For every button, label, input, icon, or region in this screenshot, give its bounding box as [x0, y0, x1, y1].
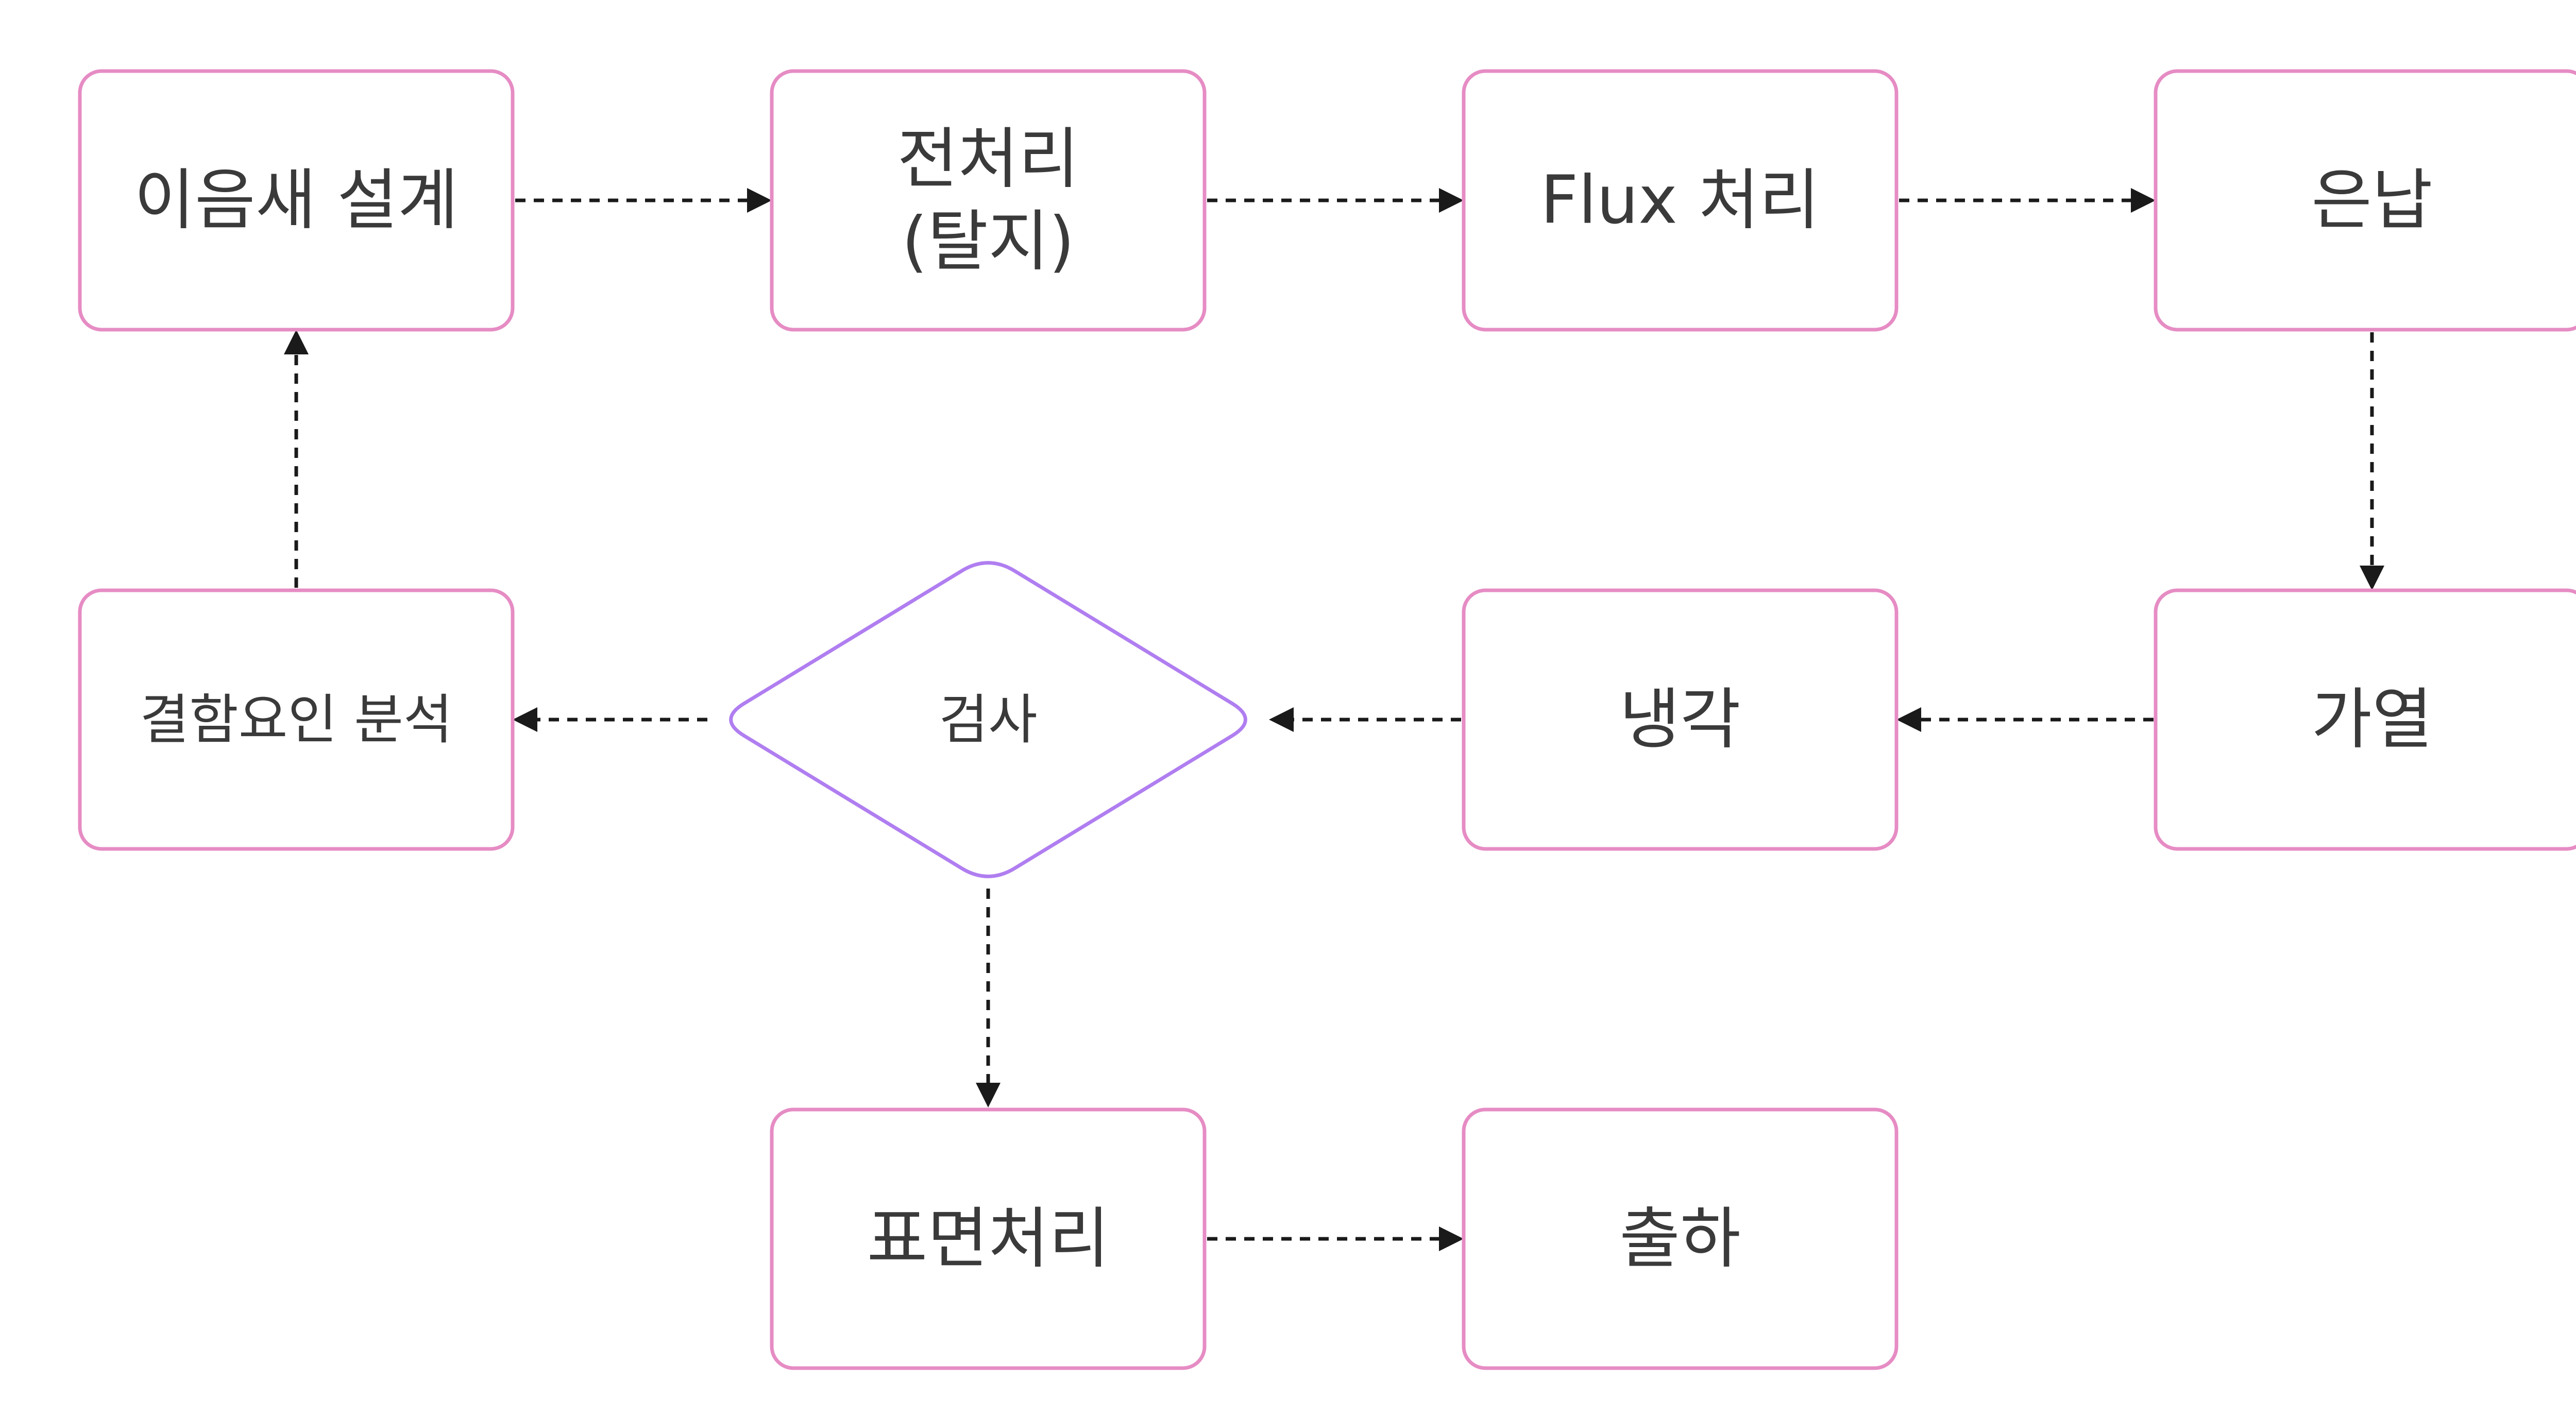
- arrowhead-icon: [2131, 188, 2156, 213]
- arrowhead-icon: [284, 330, 309, 354]
- process-box: [1462, 69, 1899, 332]
- node-flux[interactable]: Flux 처리: [1462, 69, 1899, 332]
- node-braze[interactable]: 은납: [2154, 69, 2576, 332]
- edge-design-to-pretreat: [515, 188, 772, 213]
- arrowhead-icon: [1439, 188, 1464, 213]
- node-ship[interactable]: 출하: [1462, 1107, 1899, 1370]
- node-label: 이음새 설계: [134, 162, 459, 239]
- node-cool[interactable]: 냉각: [1462, 588, 1899, 851]
- edge-pretreat-to-flux: [1207, 188, 1464, 213]
- node-label: Flux 처리: [1540, 162, 1820, 239]
- arrowhead-icon: [747, 188, 772, 213]
- process-box: [78, 588, 515, 851]
- edge-cool-to-inspect: [1269, 707, 1461, 732]
- node-label: 출하: [1619, 1201, 1741, 1277]
- process-box: [770, 1107, 1207, 1370]
- node-label: 결함요인 분석: [140, 688, 452, 751]
- node-defect[interactable]: 결함요인 분석: [78, 588, 515, 851]
- edge-inspect-to-defect: [513, 707, 707, 732]
- process-box: [78, 69, 515, 332]
- node-label: 검사: [939, 688, 1037, 751]
- edge-braze-to-heat: [2360, 332, 2384, 590]
- edge-flux-to-braze: [1899, 188, 2156, 213]
- node-label: 가열: [2311, 681, 2433, 758]
- edge-defect-to-design: [284, 330, 309, 588]
- edges-layer: [284, 188, 2384, 1251]
- process-box: [1462, 1107, 1899, 1370]
- edge-inspect-to-surface: [976, 889, 1001, 1107]
- process-box: [1462, 588, 1899, 851]
- node-heat[interactable]: 가열: [2154, 588, 2576, 851]
- process-box: [2154, 588, 2576, 851]
- edge-surface-to-ship: [1207, 1226, 1464, 1251]
- arrowhead-icon: [1269, 707, 1294, 732]
- decision-shape: [729, 561, 1247, 878]
- process-box: [2154, 69, 2576, 332]
- node-label: 은납: [2311, 162, 2433, 239]
- node-surface[interactable]: 표면처리: [770, 1107, 1207, 1370]
- arrowhead-icon: [513, 707, 537, 732]
- node-label: 냉각: [1619, 681, 1741, 758]
- node-inspect[interactable]: 검사: [729, 561, 1247, 878]
- arrowhead-icon: [2360, 566, 2384, 590]
- node-label: 전처리: [897, 121, 1079, 198]
- node-label: (탈지): [902, 203, 1074, 280]
- arrowhead-icon: [1439, 1226, 1464, 1251]
- arrowhead-icon: [1896, 707, 1921, 732]
- edge-heat-to-cool: [1896, 707, 2154, 732]
- process-box: [770, 69, 1207, 332]
- arrowhead-icon: [976, 1083, 1001, 1107]
- node-design[interactable]: 이음새 설계: [78, 69, 515, 332]
- node-label: 표면처리: [867, 1201, 1109, 1277]
- node-pretreat[interactable]: 전처리(탈지): [770, 69, 1207, 332]
